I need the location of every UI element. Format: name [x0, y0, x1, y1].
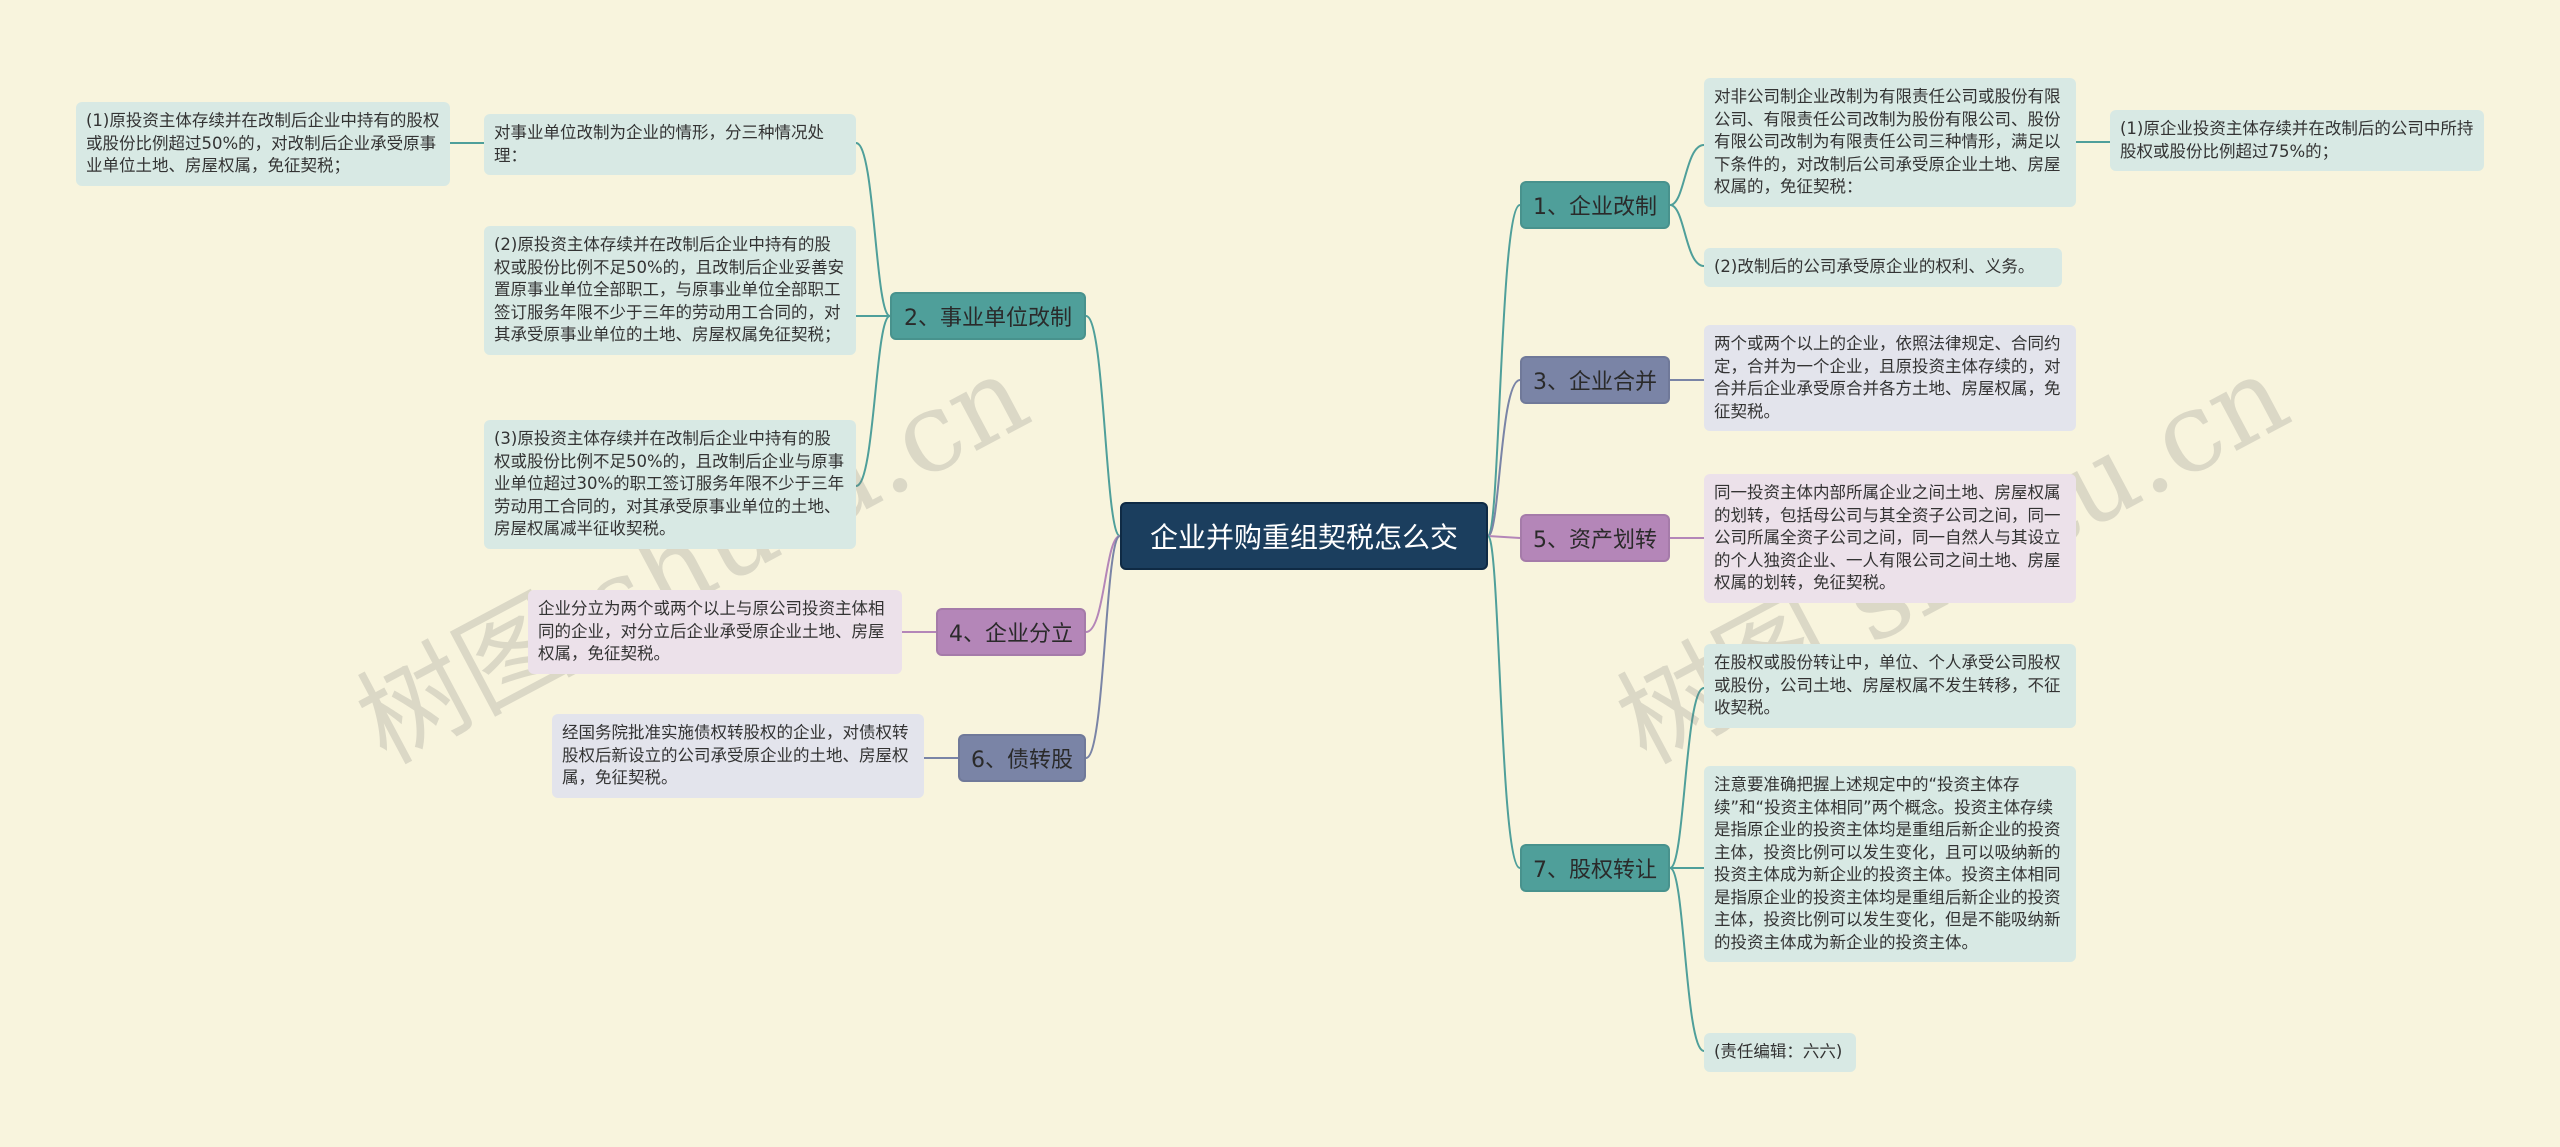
link-b2-case3	[855, 315, 891, 487]
branch-enterprise-restructuring[interactable]: 1、企业改制	[1520, 181, 1670, 229]
link-root-b7	[1487, 535, 1521, 869]
branch-enterprise-merger[interactable]: 3、企业合并	[1520, 356, 1670, 404]
link-root-b2	[1085, 315, 1121, 537]
root-topic[interactable]: 企业并购重组契税怎么交	[1120, 502, 1488, 570]
link-b7-editor	[1669, 867, 1705, 1052]
leaf-b7-editor[interactable]: (责任编辑：六六)	[1704, 1033, 1856, 1072]
link-b1-main	[1669, 144, 1705, 206]
branch-debt-to-equity[interactable]: 6、债转股	[958, 734, 1086, 782]
leaf-b2-case-2[interactable]: (2)原投资主体存续并在改制后企业中持有的股权或股份比例不足50%的，且改制后企…	[484, 226, 856, 355]
link-root-b1	[1487, 204, 1521, 537]
leaf-b7-text-1[interactable]: 在股权或股份转让中，单位、个人承受公司股权或股份，公司土地、房屋权属不发生转移，…	[1704, 644, 2076, 728]
leaf-b2-main[interactable]: 对事业单位改制为企业的情形，分三种情况处理：	[484, 114, 856, 175]
leaf-b6-text[interactable]: 经国务院批准实施债权转股权的企业，对债权转股权后新设立的公司承受原企业的土地、房…	[552, 714, 924, 798]
link-b2-main	[855, 142, 891, 317]
link-b1-cond2	[1669, 204, 1705, 267]
leaf-b5-text[interactable]: 同一投资主体内部所属企业之间土地、房屋权属的划转，包括母公司与其全资子公司之间，…	[1704, 474, 2076, 603]
link-root-b6	[1085, 535, 1121, 759]
link-root-b3	[1487, 379, 1521, 537]
branch-enterprise-split[interactable]: 4、企业分立	[936, 608, 1086, 656]
link-b7-text1	[1669, 687, 1705, 869]
branch-asset-transfer[interactable]: 5、资产划转	[1520, 514, 1670, 562]
link-root-b4	[1085, 535, 1121, 633]
leaf-b1-condition-1[interactable]: (1)原企业投资主体存续并在改制后的公司中所持股权或股份比例超过75%的；	[2110, 110, 2484, 171]
leaf-b1-condition-2[interactable]: (2)改制后的公司承受原企业的权利、义务。	[1704, 248, 2062, 287]
leaf-b3-text[interactable]: 两个或两个以上的企业，依照法律规定、合同约定，合并为一个企业，且原投资主体存续的…	[1704, 325, 2076, 431]
leaf-b2-case-3[interactable]: (3)原投资主体存续并在改制后企业中持有的股权或股份比例不足50%的，且改制后企…	[484, 420, 856, 549]
leaf-b4-text[interactable]: 企业分立为两个或两个以上与原公司投资主体相同的企业，对分立后企业承受原企业土地、…	[528, 590, 902, 674]
leaf-b7-text-2[interactable]: 注意要准确把握上述规定中的“投资主体存续”和“投资主体相同”两个概念。投资主体存…	[1704, 766, 2076, 962]
leaf-b2-case-1[interactable]: (1)原投资主体存续并在改制后企业中持有的股权或股份比例超过50%的，对改制后企…	[76, 102, 450, 186]
link-root-b5	[1487, 535, 1521, 539]
leaf-b1-main[interactable]: 对非公司制企业改制为有限责任公司或股份有限公司、有限责任公司改制为股份有限公司、…	[1704, 78, 2076, 207]
branch-public-institution-restructuring[interactable]: 2、事业单位改制	[890, 292, 1086, 340]
branch-equity-transfer[interactable]: 7、股权转让	[1520, 844, 1670, 892]
